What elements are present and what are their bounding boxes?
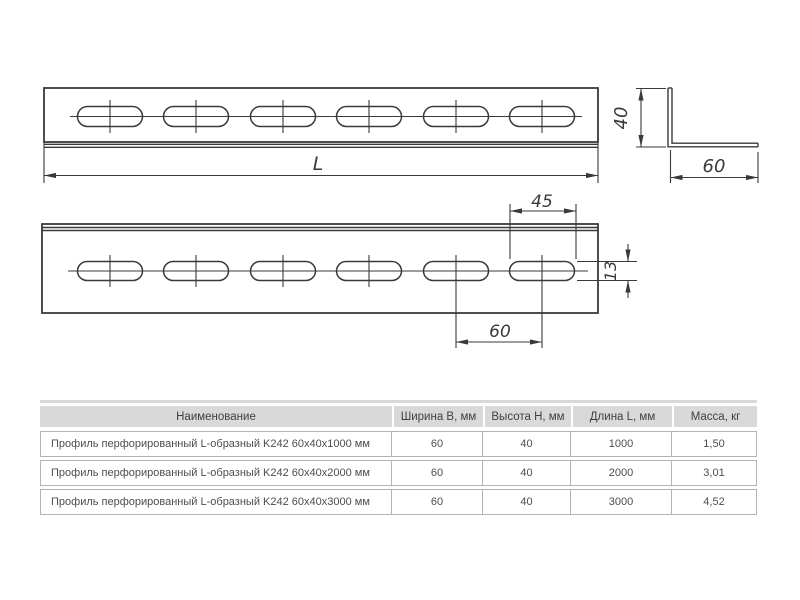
dim-height-label: 40 <box>611 107 632 130</box>
dimension-width-60: 60 <box>669 150 759 183</box>
cell-product-name: Профиль перфорированный L-образный K242 … <box>41 461 392 485</box>
header-height: Высота H, мм <box>483 406 571 427</box>
technical-drawing: L 40 60 <box>41 87 759 348</box>
profile-face <box>43 87 599 143</box>
profile-front-view: 45 13 60 <box>41 192 637 348</box>
section-outer-edge <box>667 88 758 148</box>
dim-length-label: L <box>313 153 324 175</box>
cell-width: 60 <box>392 432 483 456</box>
header-mass: Масса, кг <box>672 406 757 427</box>
cell-width: 60 <box>392 461 483 485</box>
cell-mass: 3,01 <box>703 467 725 479</box>
cell-length: 1000 <box>571 432 672 456</box>
table-top-strip <box>40 400 757 403</box>
profile-top-view: L <box>43 87 599 183</box>
section-inner-edge <box>671 88 758 144</box>
spec-table: Наименование Ширина B, мм Высота H, мм Д… <box>40 400 757 518</box>
dim-slot-width-label: 13 <box>601 261 620 281</box>
dimension-slot-width-13: 13 <box>577 244 637 298</box>
cell-height: 40 <box>483 490 571 514</box>
cell-product-name: Профиль перфорированный L-образный K242 … <box>41 490 392 514</box>
cell-mass: 4,52 <box>703 496 725 508</box>
l-section-view: 40 60 <box>611 87 759 183</box>
cell-length: 3000 <box>571 490 672 514</box>
cell-width: 60 <box>392 490 483 514</box>
dim-slot-spacing-label: 60 <box>489 322 511 342</box>
cell-length: 2000 <box>571 461 672 485</box>
cell-mass: 1,50 <box>703 438 725 450</box>
header-name: Наименование <box>40 406 392 427</box>
table-row: Профиль перфорированный L-образный K242 … <box>40 431 757 457</box>
cell-height: 40 <box>483 432 571 456</box>
table-row: Профиль перфорированный L-образный K242 … <box>40 460 757 486</box>
dim-slot-length-label: 45 <box>531 192 553 212</box>
profile-face <box>41 223 599 314</box>
cell-height: 40 <box>483 461 571 485</box>
dim-width-label: 60 <box>703 156 726 177</box>
table-header-row: Наименование Ширина B, мм Высота H, мм Д… <box>40 406 757 427</box>
header-width: Ширина B, мм <box>392 406 483 427</box>
dimension-slot-spacing-60: 60 <box>455 287 543 348</box>
dimension-L: L <box>43 142 599 183</box>
cell-product-name: Профиль перфорированный L-образный K242 … <box>41 432 392 456</box>
dimension-slot-length-45: 45 <box>509 192 577 259</box>
dimension-height-40: 40 <box>611 87 666 148</box>
table-row: Профиль перфорированный L-образный K242 … <box>40 489 757 515</box>
header-length: Длина L, мм <box>571 406 672 427</box>
